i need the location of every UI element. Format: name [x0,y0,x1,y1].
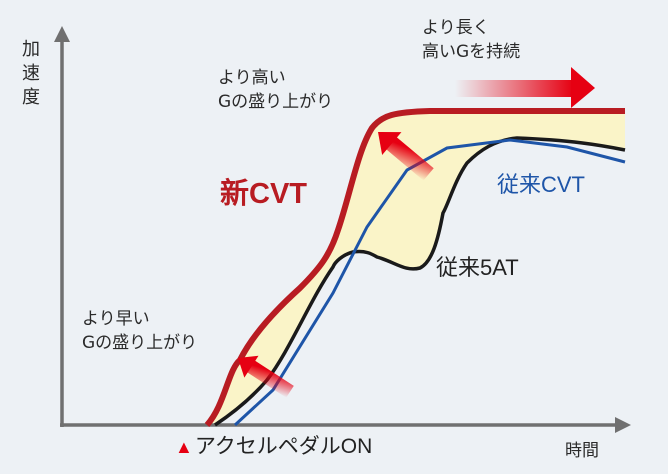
y-axis-arrow-icon [54,26,70,42]
old-cvt-label: 従来CVT [497,172,586,197]
longer-g-arrow-icon [455,67,595,108]
pedal-on-label: ▲アクセルペダルON [175,430,372,460]
pedal-on-text: アクセルペダルON [194,435,373,458]
annotation-earlier: より早い Gの盛り上がり [82,307,197,355]
annotation-higher-line1: より高い [218,68,286,88]
higher-g-arrow-icon [378,132,434,181]
annotation-longer: より長く 高いGを持続 [422,16,520,64]
annotation-higher: より高い Gの盛り上がり [218,66,333,114]
earlier-g-arrow-icon [238,355,294,398]
old-cvt-curve [233,138,626,427]
annotation-earlier-line1: より早い [82,309,150,329]
annotation-longer-line1: より長く [422,18,490,38]
x-axis-arrow-icon [615,417,631,433]
x-axis-label: 時間 [565,441,599,461]
annotation-higher-line2: Gの盛り上がり [218,92,334,112]
annotation-earlier-line2: Gの盛り上がり [82,333,198,353]
pedal-marker-icon: ▲ [175,437,193,457]
y-axis-label: 加速度 [22,39,40,108]
axes [54,26,631,433]
new-cvt-label: 新CVT [220,178,308,210]
old-5at-label: 従来5AT [436,255,519,280]
annotation-longer-line2: 高いGを持続 [422,42,521,62]
